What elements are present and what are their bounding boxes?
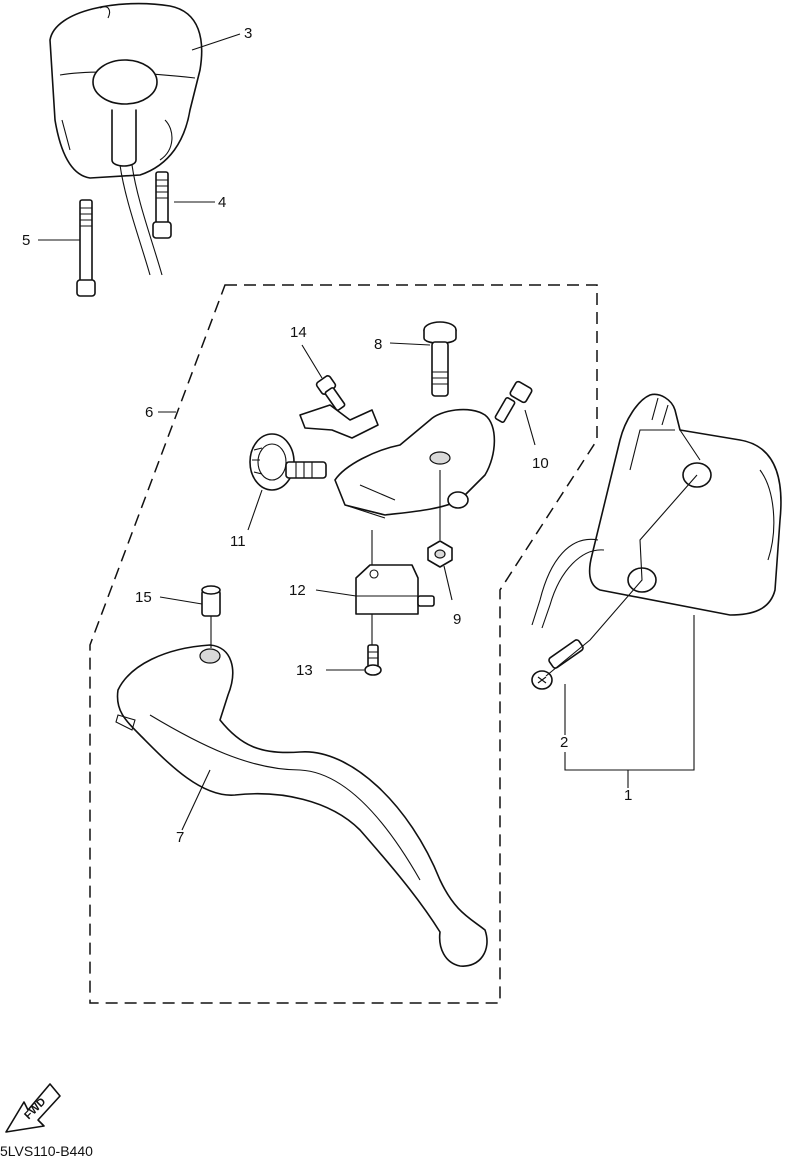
collar-part-15 (201, 585, 221, 617)
lever-holder (299, 404, 496, 519)
callout-part-2: 2 (560, 734, 568, 751)
alignment-line-lever-axis (371, 470, 441, 645)
forward-arrow-icon: FWD (5, 1083, 61, 1133)
callout-part-10: 10 (532, 455, 549, 472)
bolt-part-14 (315, 375, 346, 411)
callout-part-7: 7 (176, 829, 184, 846)
callout-part-1: 1 (624, 787, 632, 804)
clutch-switch-part-12 (355, 564, 435, 615)
callout-part-9: 9 (453, 611, 461, 628)
adjuster-dial-part-11 (249, 433, 327, 491)
pivot-bolt-part-8 (423, 321, 457, 397)
callout-part-3: 3 (244, 25, 252, 42)
alignment-line-switch-housing (545, 474, 698, 677)
screw-part-2 (531, 639, 584, 690)
lever-assembly-boundary-part-6 (89, 284, 598, 1004)
callout-part-13: 13 (296, 662, 313, 679)
nut-part-9 (427, 540, 453, 568)
leader-lines (38, 33, 695, 831)
bolt-part-10 (494, 380, 533, 423)
clutch-lever-part-7 (115, 644, 488, 967)
handlebar-switch-part-1 (531, 393, 782, 629)
callout-part-6: 6 (145, 404, 153, 421)
switch-housing-part-3 (49, 2, 203, 276)
callout-part-12: 12 (289, 582, 306, 599)
callout-part-5: 5 (22, 232, 30, 249)
callout-part-15: 15 (135, 589, 152, 606)
screw-part-13 (364, 644, 382, 676)
screw-part-4 (152, 171, 172, 239)
callout-part-8: 8 (374, 336, 382, 353)
callout-part-11: 11 (230, 533, 246, 550)
drawing-code: 5LVS110-B440 (0, 1143, 93, 1158)
screw-part-5 (76, 199, 96, 297)
callout-part-14: 14 (290, 324, 307, 341)
callout-part-4: 4 (218, 194, 226, 211)
